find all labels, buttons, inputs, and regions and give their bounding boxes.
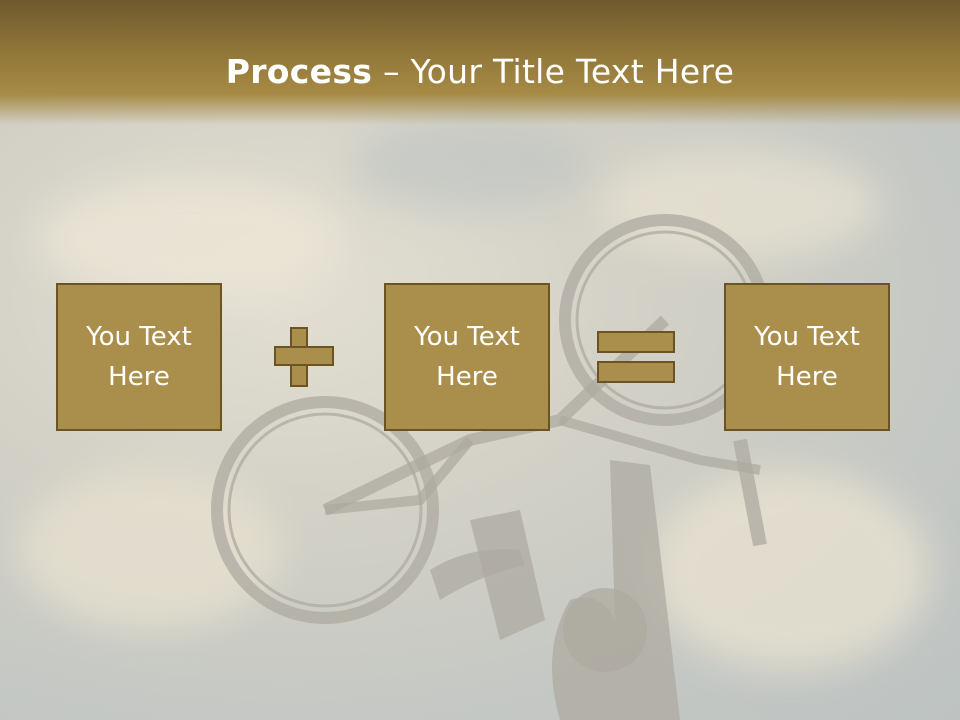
cloud-decoration xyxy=(650,470,930,670)
title-text: – Your Title Text Here xyxy=(372,52,735,91)
box-2-line-1: You Text xyxy=(414,322,520,352)
box-1-line-1: You Text xyxy=(86,322,192,352)
cloud-decoration xyxy=(40,180,340,300)
cloud-decoration xyxy=(350,120,590,210)
box-1-line-2: Here xyxy=(108,362,170,392)
title-bar xyxy=(0,0,960,125)
box-2-line-2: Here xyxy=(436,362,498,392)
title-bold: Process xyxy=(225,52,373,91)
cloud-decoration xyxy=(600,150,880,260)
box-3-line-2: Here xyxy=(776,362,838,392)
box-3-line-1: You Text xyxy=(754,322,860,352)
page-title: Process – Your Title Text Here xyxy=(0,52,960,91)
